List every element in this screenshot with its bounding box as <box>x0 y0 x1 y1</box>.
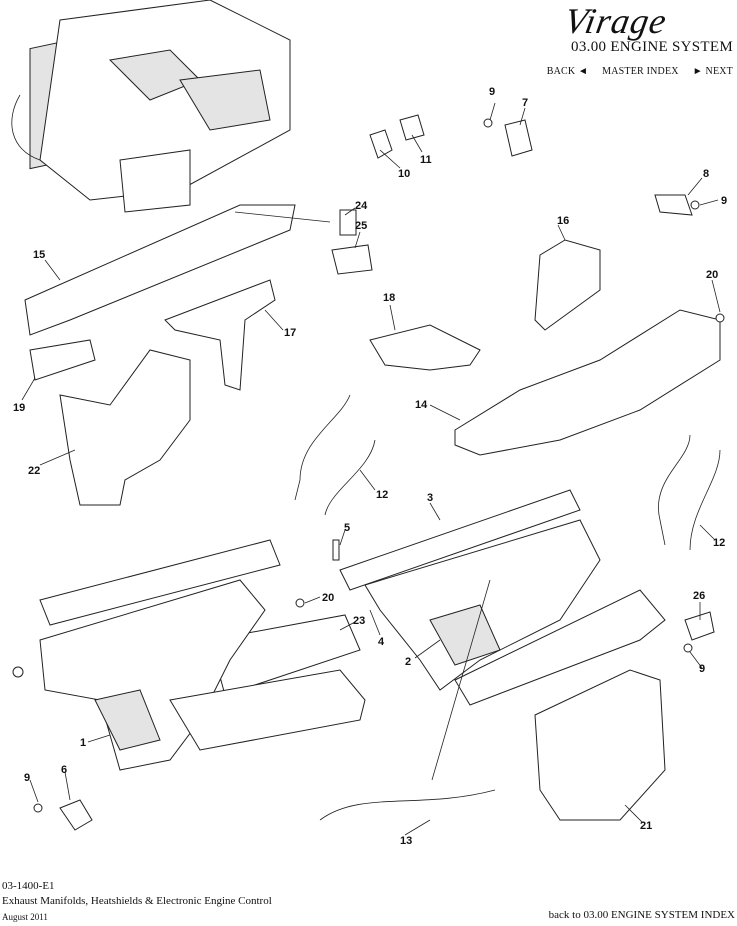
heatshield-21 <box>534 669 666 821</box>
catalyst-left <box>94 689 161 751</box>
oxygen-sensors <box>294 394 721 821</box>
callout-20-a: 20 <box>706 269 718 281</box>
page-title: Exhaust Manifolds, Heatshields & Electro… <box>2 895 272 907</box>
navigation-bar: BACK ◄ MASTER INDEX ► NEXT <box>547 66 733 77</box>
callout-15: 15 <box>33 249 45 261</box>
catalyst-right <box>429 604 501 666</box>
callout-2: 2 <box>405 656 411 668</box>
callout-9-a: 9 <box>489 86 495 98</box>
leader-lines <box>21 102 721 836</box>
heatshield-19 <box>29 339 96 381</box>
callout-4: 4 <box>378 636 385 648</box>
callout-18: 18 <box>383 292 395 304</box>
callout-9-d: 9 <box>24 772 30 784</box>
publication-date: August 2011 <box>2 912 48 922</box>
gaskets <box>39 489 581 626</box>
callout-17: 17 <box>284 327 296 339</box>
callout-13: 13 <box>400 835 412 847</box>
callout-19: 19 <box>13 402 25 414</box>
heatshield-17 <box>164 279 276 391</box>
callout-22: 22 <box>28 465 40 477</box>
exploded-parts-diagram: 9 7 8 9 10 11 24 25 16 15 18 17 20 19 14… <box>11 0 727 847</box>
callout-5: 5 <box>344 522 350 534</box>
callout-9-c: 9 <box>699 663 705 675</box>
callout-26: 26 <box>693 590 705 602</box>
callout-10: 10 <box>398 168 410 180</box>
section-title: 03.00 ENGINE SYSTEM <box>571 39 733 55</box>
heatshield-18 <box>369 324 481 371</box>
manifold-left <box>39 579 266 771</box>
callout-11: 11 <box>420 154 432 166</box>
next-label: NEXT <box>705 66 733 77</box>
gasket-left <box>39 539 281 626</box>
callout-9-b: 9 <box>721 195 727 207</box>
engine-overview-illustration <box>11 0 291 213</box>
callout-3: 3 <box>427 492 433 504</box>
heatshield-16 <box>534 239 601 331</box>
callout-23: 23 <box>353 615 365 627</box>
callout-12-a: 12 <box>376 489 388 501</box>
back-link[interactable]: BACK ◄ <box>547 66 588 77</box>
pipe-right <box>454 589 666 706</box>
callout-24: 24 <box>355 200 368 212</box>
pipe-left <box>169 669 366 751</box>
callout-12-b: 12 <box>713 537 725 549</box>
gasket-right <box>339 489 581 591</box>
callout-14: 14 <box>415 399 428 411</box>
callout-21: 21 <box>640 820 652 832</box>
callout-labels: 9 7 8 9 10 11 24 25 16 15 18 17 20 19 14… <box>13 86 727 847</box>
back-label: BACK <box>546 66 576 77</box>
heatshield-22 <box>59 349 191 506</box>
heatshield-15 <box>24 204 296 336</box>
page-code: 03-1400-E1 <box>2 880 55 892</box>
callout-7: 7 <box>522 97 528 109</box>
next-link[interactable]: ► NEXT <box>693 66 733 77</box>
back-to-index-link[interactable]: back to 03.00 ENGINE SYSTEM INDEX <box>548 909 735 921</box>
master-index-link[interactable]: MASTER INDEX <box>602 66 679 77</box>
heatshield-14 <box>454 309 721 456</box>
callout-1: 1 <box>80 737 86 749</box>
callout-20-b: 20 <box>322 592 334 604</box>
callout-16: 16 <box>557 215 569 227</box>
sensor-group-top <box>331 114 693 275</box>
callout-6: 6 <box>61 764 67 776</box>
callout-8: 8 <box>703 168 709 180</box>
left-arrow-icon: ◄ <box>578 66 589 77</box>
right-arrow-icon: ► <box>692 66 703 77</box>
fasteners <box>12 118 725 831</box>
callout-25: 25 <box>355 220 367 232</box>
